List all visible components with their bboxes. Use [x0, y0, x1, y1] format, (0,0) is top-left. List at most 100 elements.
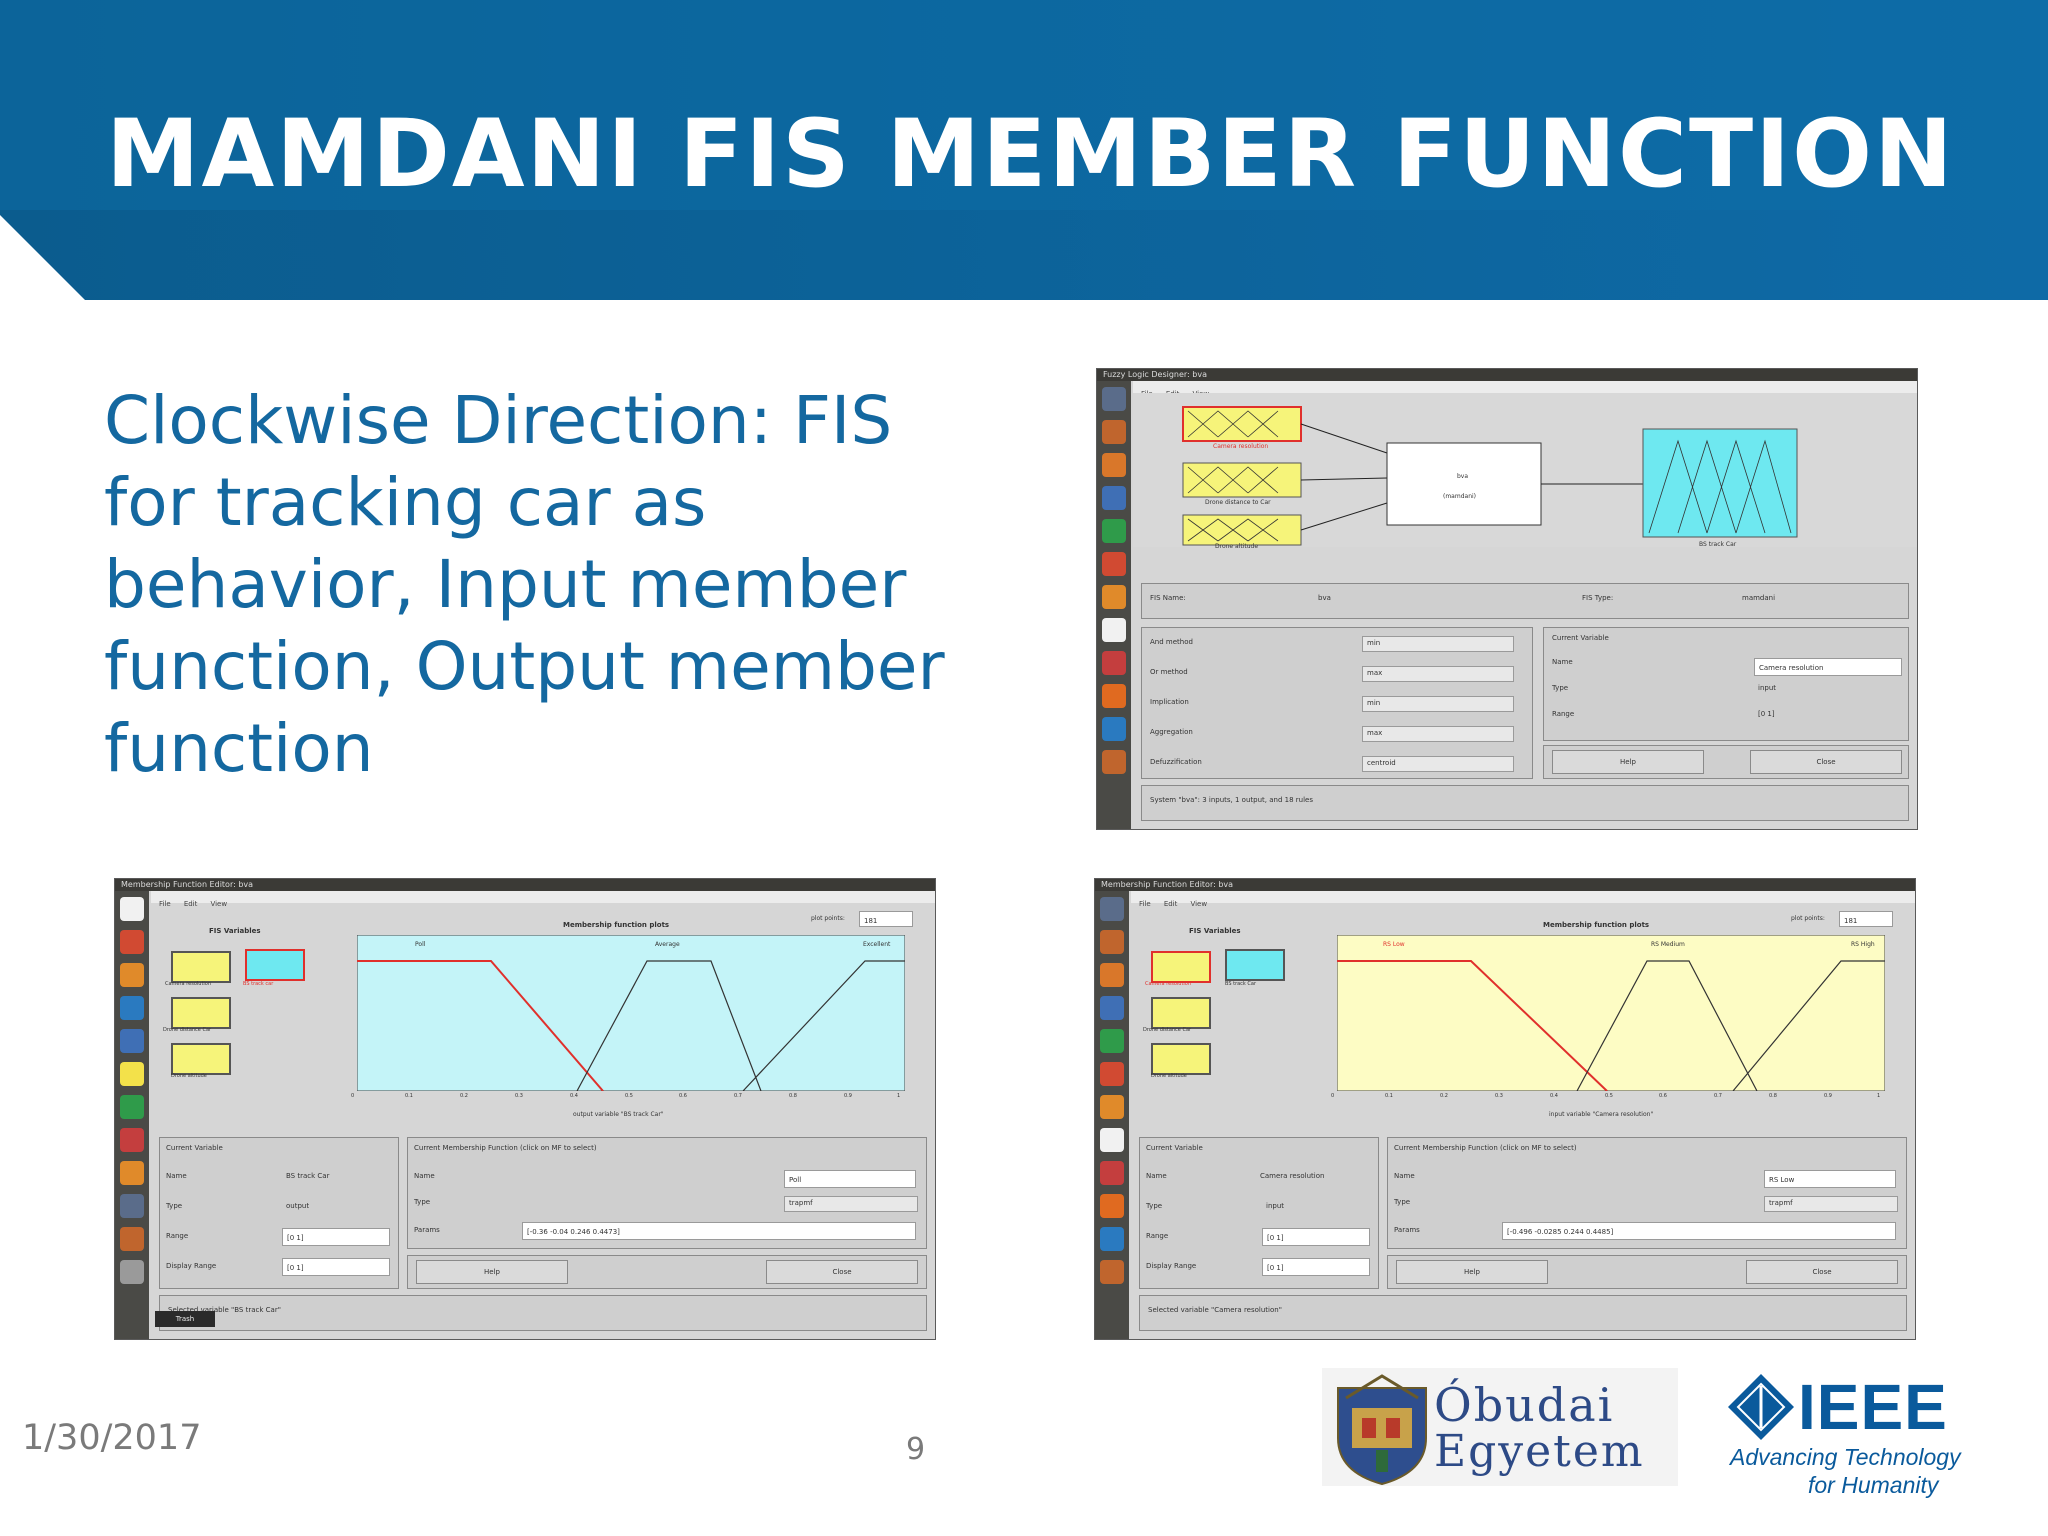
mf-editor-input-screenshot: Membership Function Editor: bva File Edi… [1094, 878, 1916, 1340]
x-tick: 0.7 [734, 1093, 742, 1099]
launcher-sidebar[interactable] [1095, 891, 1129, 1339]
x-tick: 0.5 [1605, 1093, 1613, 1099]
menu-view[interactable]: View [210, 900, 228, 908]
status-bar: Selected variable "Camera resolution" [1139, 1295, 1907, 1331]
variable-box-camera[interactable] [171, 951, 231, 983]
menu-edit[interactable]: Edit [183, 900, 198, 908]
x-tick: 0.3 [515, 1093, 523, 1099]
status-text: Selected variable "BS track Car" [168, 1306, 281, 1314]
close-button[interactable]: Close [1746, 1260, 1898, 1284]
variable-box-distance[interactable] [171, 997, 231, 1029]
ieee-wordmark: IEEE [1798, 1371, 1948, 1443]
x-tick: 1 [897, 1093, 901, 1099]
window-titlebar: Fuzzy Logic Designer: bva [1097, 369, 1917, 381]
range-field[interactable]: [0 1] [1262, 1228, 1370, 1246]
method-label-aggregation: Aggregation [1150, 728, 1193, 736]
help-button[interactable]: Help [1552, 750, 1704, 774]
axis-label: input variable "Camera resolution" [1549, 1111, 1654, 1118]
plot-title: Membership function plots [563, 921, 670, 929]
method-label-and: And method [1150, 638, 1193, 646]
variable-box-bs-track[interactable] [1225, 949, 1285, 981]
display-range-field[interactable]: [0 1] [282, 1258, 390, 1276]
menu-bar: File Edit View [1133, 381, 1917, 398]
x-tick: 0.4 [1550, 1093, 1558, 1099]
window-title: Fuzzy Logic Designer: bva [1103, 370, 1208, 379]
variable-box-distance[interactable] [1151, 997, 1211, 1029]
name-value: BS track Car [286, 1172, 330, 1180]
plot-points-field[interactable]: 181 [859, 911, 913, 927]
fis-name-value: bva [1318, 594, 1331, 602]
plot-title: Membership function plots [1543, 921, 1650, 929]
help-button[interactable]: Help [1396, 1260, 1548, 1284]
input-label-distance: Drone distance to Car [1205, 499, 1271, 506]
variable-box-altitude[interactable] [1151, 1043, 1211, 1075]
variable-label-bs-track: BS track car [243, 981, 274, 987]
display-range-label: Display Range [166, 1262, 217, 1270]
window-titlebar: Membership Function Editor: bva [115, 879, 935, 891]
aggregation-dropdown[interactable]: max [1362, 726, 1514, 742]
mf-name-label: Name [414, 1172, 435, 1180]
variable-box-bs-track[interactable] [245, 949, 305, 981]
close-button[interactable]: Close [1750, 750, 1902, 774]
x-tick: 0.9 [1824, 1093, 1832, 1099]
type-value: input [1266, 1202, 1285, 1210]
x-tick: 1 [1877, 1093, 1881, 1099]
type-value: input [1758, 684, 1777, 692]
input-label-camera: Camera resolution [1213, 443, 1269, 450]
status-text: System "bva": 3 inputs, 1 output, and 18… [1150, 796, 1313, 804]
x-tick: 0.1 [405, 1093, 413, 1099]
fis-diagram: Camera resolution Drone distance to Car … [1133, 393, 1917, 550]
current-variable-panel: Current Variable Name Camera resolution … [1139, 1137, 1379, 1289]
launcher-sidebar[interactable] [1097, 381, 1131, 829]
variable-label-bs-track: BS track Car [1225, 981, 1257, 987]
or-method-dropdown[interactable]: max [1362, 666, 1514, 682]
button-panel: Help Close [1543, 745, 1909, 779]
fis-type-label: FIS Type: [1582, 594, 1614, 602]
range-label: Range [1552, 710, 1575, 718]
implication-dropdown[interactable]: min [1362, 696, 1514, 712]
variable-box-altitude[interactable] [171, 1043, 231, 1075]
and-method-dropdown[interactable]: min [1362, 636, 1514, 652]
defuzzification-dropdown[interactable]: centroid [1362, 756, 1514, 772]
mf-curve-rs-high [1732, 960, 1885, 1091]
x-tick: 0.3 [1495, 1093, 1503, 1099]
range-field[interactable]: [0 1] [282, 1228, 390, 1246]
menu-edit[interactable]: Edit [1163, 900, 1178, 908]
methods-panel: And method min Or method max Implication… [1141, 627, 1533, 779]
current-mf-panel: Current Membership Function (click on MF… [1387, 1137, 1907, 1249]
variable-label-camera: Camera resolution [165, 981, 212, 987]
mf-plot-input[interactable] [1337, 935, 1885, 1091]
current-variable-label: Current Variable [1552, 634, 1609, 642]
menu-view[interactable]: View [1190, 900, 1208, 908]
params-field[interactable]: [-0.496 -0.0285 0.244 0.4485] [1502, 1222, 1896, 1240]
input-label-altitude: Drone altitude [1215, 543, 1259, 550]
input-block-drone-distance [1182, 462, 1302, 498]
mf-name-field[interactable]: Poll [784, 1170, 916, 1188]
variable-name-field[interactable]: Camera resolution [1754, 658, 1902, 676]
button-panel: Help Close [407, 1255, 927, 1289]
variable-box-camera[interactable] [1151, 951, 1211, 983]
menu-file[interactable]: File [159, 900, 171, 908]
x-tick: 0.2 [460, 1093, 468, 1099]
mf-plot-output[interactable] [357, 935, 905, 1091]
launcher-sidebar[interactable] [115, 891, 149, 1339]
type-label: Type [1146, 1202, 1163, 1210]
display-range-field[interactable]: [0 1] [1262, 1258, 1370, 1276]
and-method-value: min [1367, 639, 1381, 647]
obuda-name-line1: Óbudai [1434, 1378, 1615, 1432]
method-label-or: Or method [1150, 668, 1188, 676]
menu-file[interactable]: File [1139, 900, 1151, 908]
params-field[interactable]: [-0.36 -0.04 0.246 0.4473] [522, 1222, 916, 1240]
mf-type-dropdown[interactable]: trapmf [784, 1196, 918, 1212]
mf-editor-output-screenshot: Membership Function Editor: bva File Edi… [114, 878, 936, 1340]
type-value: output [286, 1202, 310, 1210]
close-button[interactable]: Close [766, 1260, 918, 1284]
mf-name-field[interactable]: RS Low [1764, 1170, 1896, 1188]
mf-type-dropdown[interactable]: trapmf [1764, 1196, 1898, 1212]
plot-points-field[interactable]: 181 [1839, 911, 1893, 927]
type-label: Type [166, 1202, 183, 1210]
help-button[interactable]: Help [416, 1260, 568, 1284]
x-tick: 0 [1331, 1093, 1335, 1099]
fis-type-value: mamdani [1742, 594, 1776, 602]
x-tick: 0.9 [844, 1093, 852, 1099]
